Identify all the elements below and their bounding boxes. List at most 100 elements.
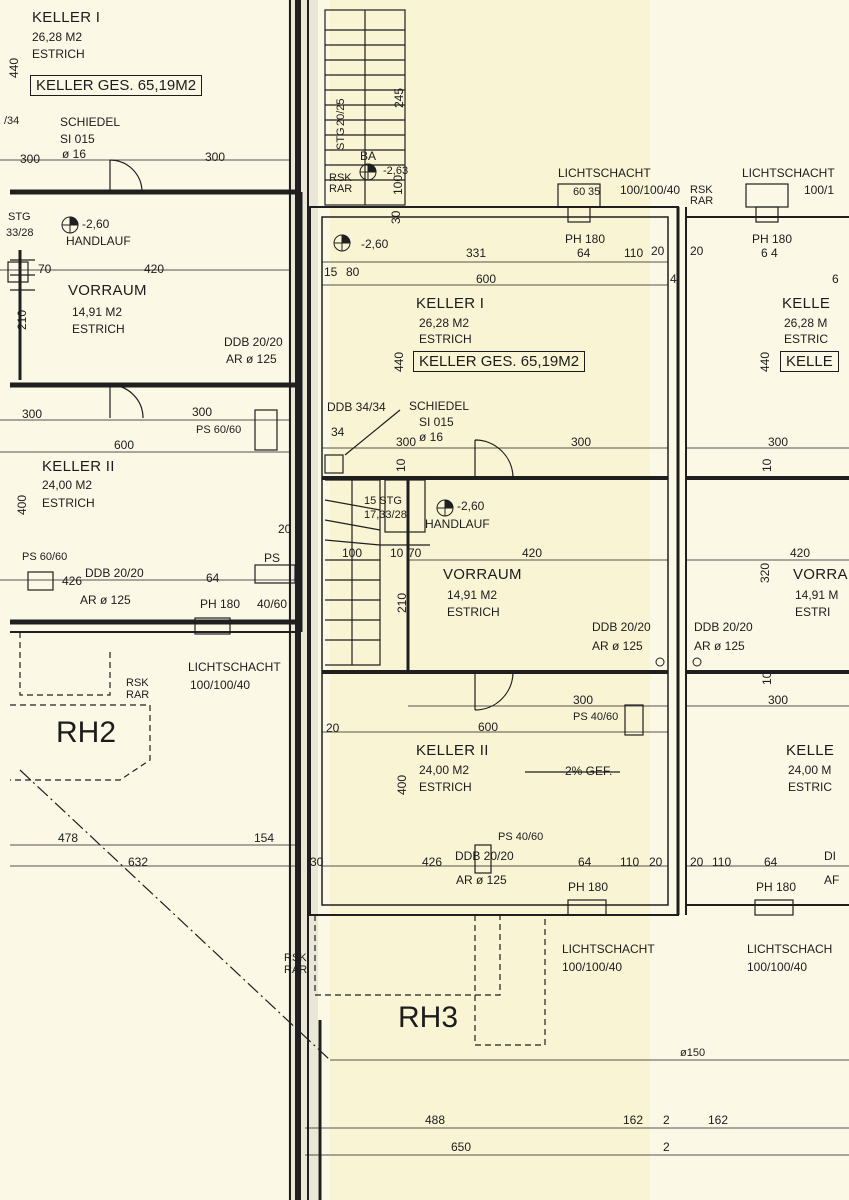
- left-keller2-title: KELLER II: [42, 458, 115, 475]
- rh2-outer: [10, 704, 151, 781]
- right-dim-64: 6 4: [761, 246, 778, 260]
- left-stg-box: [7, 261, 29, 283]
- left-dim-154: 154: [254, 831, 275, 845]
- right-dim-440: 440: [758, 351, 772, 372]
- right-keller2-area: 24,00 M: [788, 763, 832, 777]
- center-phi16: ø 16: [419, 430, 444, 444]
- center-dim-70: 70: [408, 546, 422, 560]
- left-keller1-floor: ESTRICH: [32, 47, 85, 61]
- center-stg-dim: 17,33/28: [364, 509, 407, 521]
- center-dim-10b: 10: [390, 546, 404, 560]
- center-dim-300c: 300: [573, 693, 594, 707]
- right-keller2-floor: ESTRIC: [788, 780, 833, 794]
- center-dim-210: 210: [395, 592, 409, 613]
- right-dim-300b: 300: [768, 693, 789, 707]
- right-ddb: DI: [824, 849, 836, 863]
- left-dim-300c: 300: [22, 407, 43, 421]
- right-dim-300: 300: [768, 435, 789, 449]
- left-dim-440: 440: [7, 57, 21, 78]
- rh3-outline-2: [474, 915, 546, 1046]
- left-ps: PS: [264, 551, 281, 565]
- right-vorraum-area: 14,91 M: [795, 588, 839, 602]
- center-ph180: PH 180: [565, 232, 606, 246]
- center-dim-10: 10: [394, 458, 408, 472]
- center-ls-d: 35: [588, 186, 601, 198]
- center-dim-245: 245: [392, 87, 406, 108]
- right-dim-20: 20: [690, 244, 704, 258]
- center-phi150: ø150: [680, 1047, 706, 1059]
- left-dim-632: 632: [128, 855, 149, 869]
- right-dim-420: 420: [790, 546, 811, 560]
- center-vorraum-area: 14,91 M2: [447, 588, 498, 602]
- center-dim-20: 20: [651, 244, 665, 258]
- center-dim-30b: 30: [310, 855, 324, 869]
- right-vorraum-title: VORRA: [793, 566, 848, 583]
- left-dim-300b: 300: [205, 150, 226, 164]
- center-ph180b: PH 180: [568, 880, 609, 894]
- center-dim-64: 64: [577, 246, 591, 260]
- left-vorraum-title: VORRAUM: [68, 282, 147, 299]
- left-keller2-floor: ESTRICH: [42, 496, 95, 510]
- center-dim-420: 420: [522, 546, 543, 560]
- right-dim-6: 6: [832, 272, 839, 286]
- right-ls-dim: 100/1: [804, 183, 835, 197]
- center-rar2: RAR: [690, 195, 714, 207]
- left-keller-ges: KELLER GES. 65,19M2: [30, 75, 203, 96]
- center-stg-vert-dim: 20/25: [335, 98, 347, 126]
- center-dim-650: 650: [451, 1140, 472, 1154]
- center-ar-125b: AR ø 125: [456, 873, 507, 887]
- center-keller2-title: KELLER II: [416, 742, 489, 759]
- center-vorraum-floor: ESTRICH: [447, 605, 500, 619]
- center-keller-ges: KELLER GES. 65,19M2: [413, 351, 586, 372]
- center-dim-34: 34: [331, 425, 345, 439]
- rh2-outline: [19, 632, 111, 696]
- left-vorraum-area: 14,91 M2: [72, 305, 123, 319]
- level-markers: [61, 163, 702, 667]
- center-dim-110b: 110: [620, 855, 640, 869]
- right-ar: AF: [824, 873, 840, 887]
- center-rsk2: RSK: [690, 184, 713, 196]
- center-ar-125: AR ø 125: [592, 639, 643, 653]
- center-level-263: -2,63: [383, 165, 409, 177]
- center-vorraum-title: VORRAUM: [443, 566, 522, 583]
- left-lichtschacht: LICHTSCHACHT: [188, 660, 281, 674]
- left-handlauf: HANDLAUF: [66, 234, 131, 248]
- center-dim-488: 488: [425, 1113, 446, 1127]
- right-dim-320: 320: [758, 562, 772, 583]
- right-dim-10: 10: [760, 458, 774, 472]
- left-schiedel: SCHIEDEL: [60, 115, 121, 129]
- left-stg: STG: [8, 211, 31, 223]
- left-ps-6060a: PS 60/60: [196, 424, 242, 436]
- center-lichtschacht: LICHTSCHACHT: [558, 166, 651, 180]
- left-dim-400: 400: [15, 494, 29, 515]
- right-ar-125: AR ø 125: [694, 639, 745, 653]
- center-keller1-area: 26,28 M2: [419, 316, 470, 330]
- left-dim-426: 426: [62, 574, 83, 588]
- left-rsk: RSK: [126, 677, 149, 689]
- center-house-walls: [309, 9, 687, 916]
- center-stg: 15 STG: [364, 495, 402, 507]
- center-dim-331: 331: [466, 246, 487, 260]
- center-lichtschacht2: LICHTSCHACHT: [562, 942, 655, 956]
- center-stg-vert: STG: [335, 127, 347, 150]
- center-rsk3: RSK: [284, 952, 307, 964]
- left-keller2-area: 24,00 M2: [42, 478, 93, 492]
- center-rar3: RAR: [284, 964, 308, 976]
- left-ps-box: [254, 564, 296, 584]
- left-ps-4060: 40/60: [257, 597, 288, 611]
- right-dim-110: 110: [712, 855, 732, 869]
- center-ls-w: 60: [573, 186, 586, 198]
- left-ar-125b: AR ø 125: [80, 593, 131, 607]
- center-dim-2b: 2: [663, 1140, 670, 1154]
- right-vorraum-floor: ESTRI: [795, 605, 831, 619]
- right-dim-20b: 20: [690, 855, 704, 869]
- center-dim-100b: 100: [342, 546, 363, 560]
- center-dim-30: 30: [389, 210, 403, 224]
- left-vorraum-floor: ESTRICH: [72, 322, 125, 336]
- left-door-1: [109, 159, 143, 193]
- center-dim-100: 100: [391, 174, 405, 195]
- center-keller1-floor: ESTRICH: [419, 332, 472, 346]
- center-dim-600: 600: [476, 272, 497, 286]
- left-keller1-area: 26,28 M2: [32, 30, 83, 44]
- right-keller-ges: KELLE: [780, 351, 839, 372]
